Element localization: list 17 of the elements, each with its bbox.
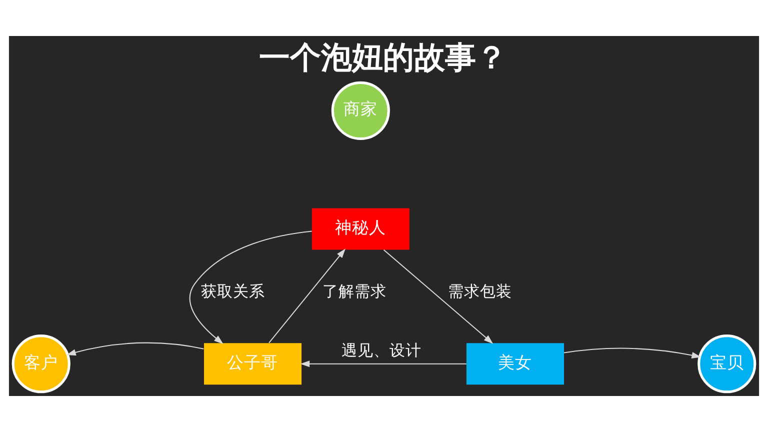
diagram-title: 一个泡妞的故事？ — [258, 40, 507, 76]
edge-label: 了解需求 — [322, 282, 387, 300]
arrow — [66, 342, 204, 356]
edge-label: 遇见、设计 — [342, 342, 422, 360]
arrow — [268, 248, 346, 344]
node-box: 神秘人 — [312, 208, 410, 250]
edge-label: 需求包装 — [448, 282, 512, 300]
edge-label: 获取关系 — [201, 282, 266, 300]
node-circle: 宝贝 — [698, 334, 756, 394]
arrow — [564, 348, 702, 358]
node-circle: 客户 — [12, 334, 70, 394]
node-box: 公子哥 — [204, 343, 302, 385]
arrow — [189, 230, 312, 344]
arrow — [383, 250, 494, 344]
node-circle: 商家 — [331, 81, 390, 140]
node-box: 美女 — [466, 343, 564, 385]
arrow — [300, 360, 466, 368]
